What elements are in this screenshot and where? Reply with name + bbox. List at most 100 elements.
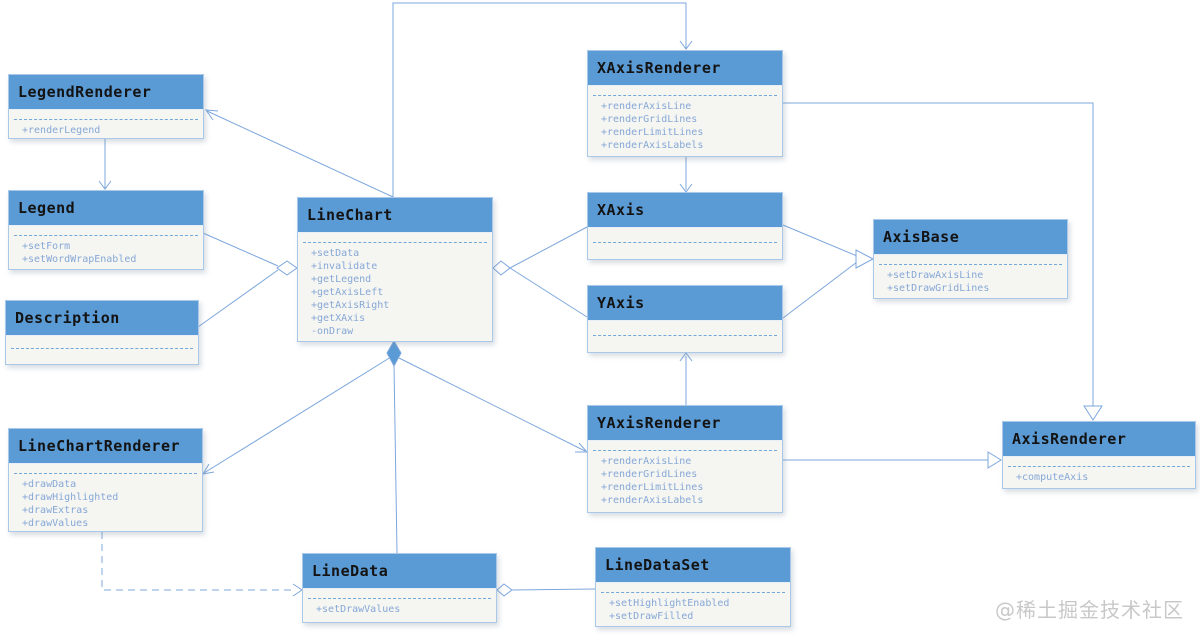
class-method: +getLegend [311, 274, 372, 285]
class-body: +setData+invalidate+getLegend+getAxisLef… [298, 233, 492, 341]
method-list: +setForm +setWordWrapEnabled [14, 240, 198, 266]
arrow-open-xaxis-top [679, 183, 693, 193]
method-list: +setDrawAxisLine +setDrawGridLines [879, 269, 1062, 295]
class-title: YAxis [588, 286, 782, 321]
class-box-y-axis: YAxis [587, 285, 783, 353]
class-box-description: Description [5, 300, 199, 365]
class-method: +renderLimitLines [601, 482, 704, 493]
class-body: +renderAxisLine +renderGridLines +renderLi… [588, 441, 782, 512]
class-method: +drawExtras [22, 505, 89, 516]
class-body: +computeAxis [1003, 457, 1195, 488]
separator-line [601, 592, 785, 593]
class-title: Legend [9, 191, 203, 226]
diamond-open-linechart-right [492, 260, 511, 276]
class-box-y-axis-renderer: YAxisRenderer +renderAxisLine +renderGrid… [587, 405, 783, 513]
class-method: +setForm [22, 241, 71, 252]
method-list: +computeAxis [1008, 471, 1190, 484]
edge-description-to-linechart [197, 269, 279, 328]
method-list: +renderAxisLine +renderGridLines +renderLi… [593, 455, 777, 507]
class-method: +renderAxisLabels [601, 495, 704, 506]
watermark: @稀土掘金技术社区 [995, 598, 1184, 622]
class-body: +setDrawValues [303, 589, 496, 622]
class-title: AxisBase [874, 220, 1067, 255]
class-box-axis-base: AxisBase +setDrawAxisLine +setDrawGridLin… [873, 219, 1068, 299]
separator-line [303, 242, 487, 243]
edge-xaxis-to-axisbase [782, 224, 858, 257]
method-list: +renderLegend [14, 124, 198, 137]
class-title: LineChartRenderer [9, 429, 202, 464]
class-body: +setHighlightEnabled +setDrawFilled [596, 583, 790, 626]
separator-line [879, 264, 1062, 265]
class-title: AxisRenderer [1003, 422, 1195, 457]
class-method: -onDraw [311, 326, 354, 337]
class-method: +setDrawValues [316, 604, 401, 615]
class-body [588, 321, 782, 352]
diamond-filled-linechart-bottom [386, 340, 402, 368]
class-title: XAxisRenderer [588, 51, 782, 86]
edge-linechart-to-linechartrenderer [203, 356, 392, 474]
separator-line [593, 450, 777, 451]
class-title: LineChart [298, 198, 492, 233]
class-method: +drawValues [22, 518, 89, 529]
edge-linechart-to-yaxis [509, 267, 588, 318]
class-title: LegendRenderer [9, 75, 203, 110]
class-method: +renderGridLines [601, 469, 698, 480]
separator-line [14, 235, 198, 236]
class-method: +invalidate [311, 261, 378, 272]
class-method: +drawHighlighted [22, 492, 119, 503]
class-method: +renderAxisLine [601, 456, 692, 467]
separator-line [11, 348, 193, 349]
edge-yaxis-to-axisbase [782, 261, 858, 319]
edge-linechart-to-xaxis [509, 226, 588, 269]
class-method: +setHighlightEnabled [609, 598, 730, 609]
class-method: +setDrawAxisLine [887, 270, 984, 281]
class-body [6, 336, 198, 364]
edge-legend-to-linechart [202, 232, 279, 267]
class-box-line-chart: LineChart +setData +invalidate +getLegend +… [297, 197, 493, 342]
edge-linechart-to-yaxisrenderer [398, 357, 586, 452]
separator-line [1008, 466, 1190, 467]
triangle-hollow-axisrenderer-top [1083, 405, 1103, 421]
class-method: +renderAxisLine [601, 101, 692, 112]
arrow-open-linedata-left [292, 583, 303, 597]
class-body: +drawData +drawHighlighted +drawExtras +dra… [9, 464, 202, 531]
method-list: +setData+invalidate+getLegend+getAxisLef… [303, 247, 487, 338]
class-method: +setData [311, 248, 360, 259]
class-title: Description [6, 301, 198, 336]
diamond-open-linechart-left [276, 260, 298, 276]
class-box-line-chart-renderer: LineChartRenderer +drawData +drawHighligh… [8, 428, 203, 532]
separator-line [308, 598, 491, 599]
class-method: +computeAxis [1016, 472, 1089, 483]
class-method: +setDrawFilled [609, 611, 694, 622]
class-title: LineDataSet [596, 548, 790, 583]
class-box-x-axis: XAxis [587, 192, 783, 260]
arrow-open-xaxisrenderer-top [679, 40, 693, 50]
class-method: +setDrawGridLines [887, 283, 990, 294]
separator-line [14, 473, 197, 474]
edge-linechart-to-linedata [393, 363, 398, 554]
edge-linechart-to-legendrenderer [206, 110, 394, 198]
class-title: XAxis [588, 193, 782, 228]
separator-line [593, 241, 777, 243]
class-method: +setWordWrapEnabled [22, 254, 137, 265]
class-box-line-data-set: LineDataSet +setHighlightEnabled +setDraw… [595, 547, 791, 627]
class-method: +renderLegend [22, 125, 101, 136]
arrow-open-yaxis-bottom [679, 352, 693, 362]
triangle-hollow-axisrenderer-left [987, 451, 1002, 469]
class-body: +renderLegend [9, 110, 203, 138]
arrow-open-legend-top [98, 180, 112, 190]
class-body [588, 228, 782, 259]
separator-line [593, 95, 777, 96]
class-title: YAxisRenderer [588, 406, 782, 441]
class-box-legend: Legend +setForm +setWordWrapEnabled [8, 190, 204, 270]
triangle-hollow-axisbase-left [855, 249, 875, 269]
class-method: +getAxisRight [311, 300, 390, 311]
method-list: +drawData +drawHighlighted +drawExtras +dra… [14, 478, 197, 530]
class-box-line-data: LineData +setDrawValues [302, 553, 497, 623]
edge-linechartrenderer-dep-linedata [101, 532, 295, 591]
diamond-open-linedata-right [496, 583, 513, 597]
class-method: +drawData [22, 479, 77, 490]
class-box-legend-renderer: LegendRenderer +renderLegend [8, 74, 204, 139]
method-list: +renderAxisLine+renderGridLines+renderLi… [593, 100, 777, 152]
